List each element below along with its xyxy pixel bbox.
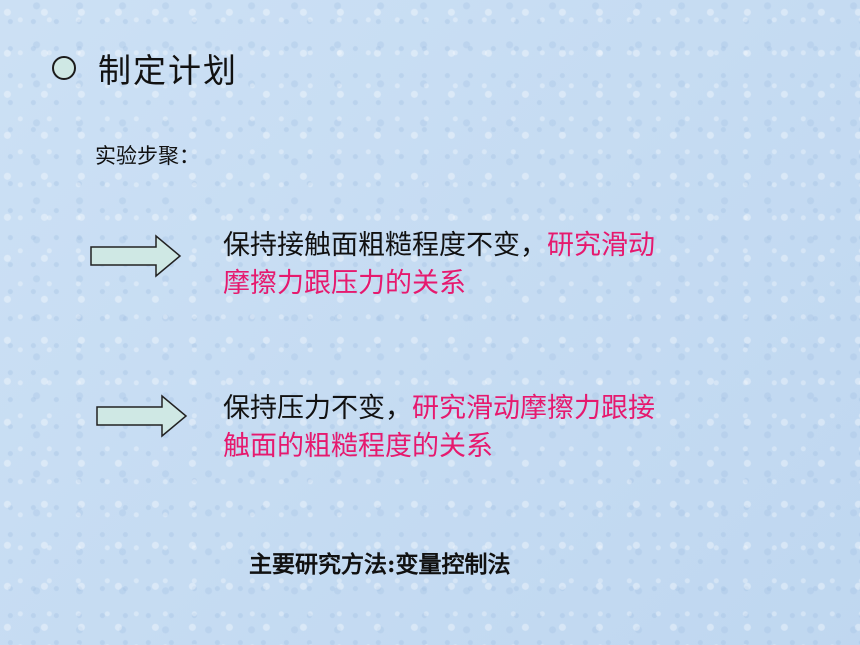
step-item-2: 保持压力不变，研究滑动摩擦力跟接触面的粗糙程度的关系 — [223, 390, 673, 466]
step-item-1: 保持接触面粗糙程度不变，研究滑动摩擦力跟压力的关系 — [223, 227, 673, 303]
heading-row: 制定计划 — [52, 44, 238, 92]
experiment-steps-label: 实验步聚： — [95, 144, 200, 168]
right-arrow-icon — [96, 394, 188, 438]
step-1-highlight-text: 研究滑动摩擦力跟压力的关系 — [223, 230, 655, 299]
step-1-plain-text: 保持接触面粗糙程度不变， — [223, 230, 547, 261]
step-2-highlight-text: 研究滑动摩擦力跟接触面的粗糙程度的关系 — [223, 393, 655, 462]
main-method-text: 主要研究方法:变量控制法 — [249, 551, 511, 578]
circle-bullet-icon — [52, 56, 76, 80]
step-2-plain-text: 保持压力不变， — [223, 393, 412, 424]
slide-title: 制定计划 — [98, 51, 238, 90]
right-arrow-icon — [90, 234, 182, 278]
